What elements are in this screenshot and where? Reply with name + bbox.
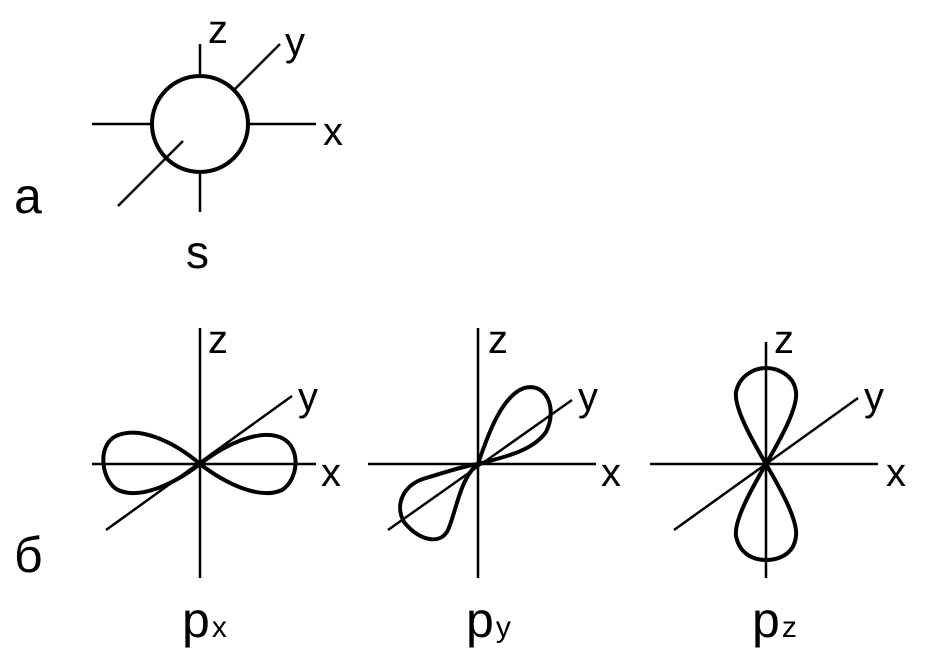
s-y-axis bbox=[117, 140, 184, 207]
py-axis-label-y: y bbox=[578, 375, 598, 419]
pz-orbital-group: z y x pz bbox=[650, 318, 906, 648]
px-axis-label-x: x bbox=[321, 451, 341, 495]
s-axis-label-y: y bbox=[285, 20, 305, 64]
s-axis-label-z: z bbox=[208, 8, 228, 52]
py-axis-label-z: z bbox=[488, 318, 508, 362]
px-orbital-lobes bbox=[101, 430, 298, 496]
pz-orbital-subscript: z bbox=[782, 611, 797, 644]
s-y-axis bbox=[233, 43, 281, 91]
py-axis-label-x: x bbox=[601, 451, 621, 495]
py-orbital-name: p bbox=[466, 592, 494, 648]
pz-axis-label-y: y bbox=[864, 375, 884, 419]
py-orbital-lobes bbox=[398, 385, 553, 542]
s-orbital-sphere bbox=[150, 74, 250, 174]
s-orbital-group: z y x s bbox=[92, 8, 343, 278]
px-orbital-subscript: x bbox=[212, 611, 227, 644]
px-orbital-label: px bbox=[182, 592, 227, 648]
py-orbital-group: z y x py bbox=[368, 318, 621, 648]
px-orbital-group: z y x px bbox=[92, 318, 341, 648]
py-orbital-label: py bbox=[466, 592, 511, 648]
px-axis-label-z: z bbox=[208, 318, 228, 362]
pz-orbital-label: pz bbox=[752, 592, 797, 648]
pz-axis-label-z: z bbox=[774, 318, 794, 362]
pz-orbital-name: p bbox=[752, 592, 780, 648]
s-orbital-label: s bbox=[186, 226, 209, 278]
px-axis-label-y: y bbox=[298, 375, 318, 419]
section-a-marker: а bbox=[14, 168, 42, 224]
px-orbital-name: p bbox=[182, 592, 210, 648]
py-orbital-subscript: y bbox=[496, 611, 511, 644]
pz-orbital-lobes bbox=[733, 366, 799, 562]
pz-axis-label-x: x bbox=[886, 451, 906, 495]
s-axis-label-x: x bbox=[323, 110, 343, 154]
section-b-marker: б bbox=[14, 527, 43, 583]
